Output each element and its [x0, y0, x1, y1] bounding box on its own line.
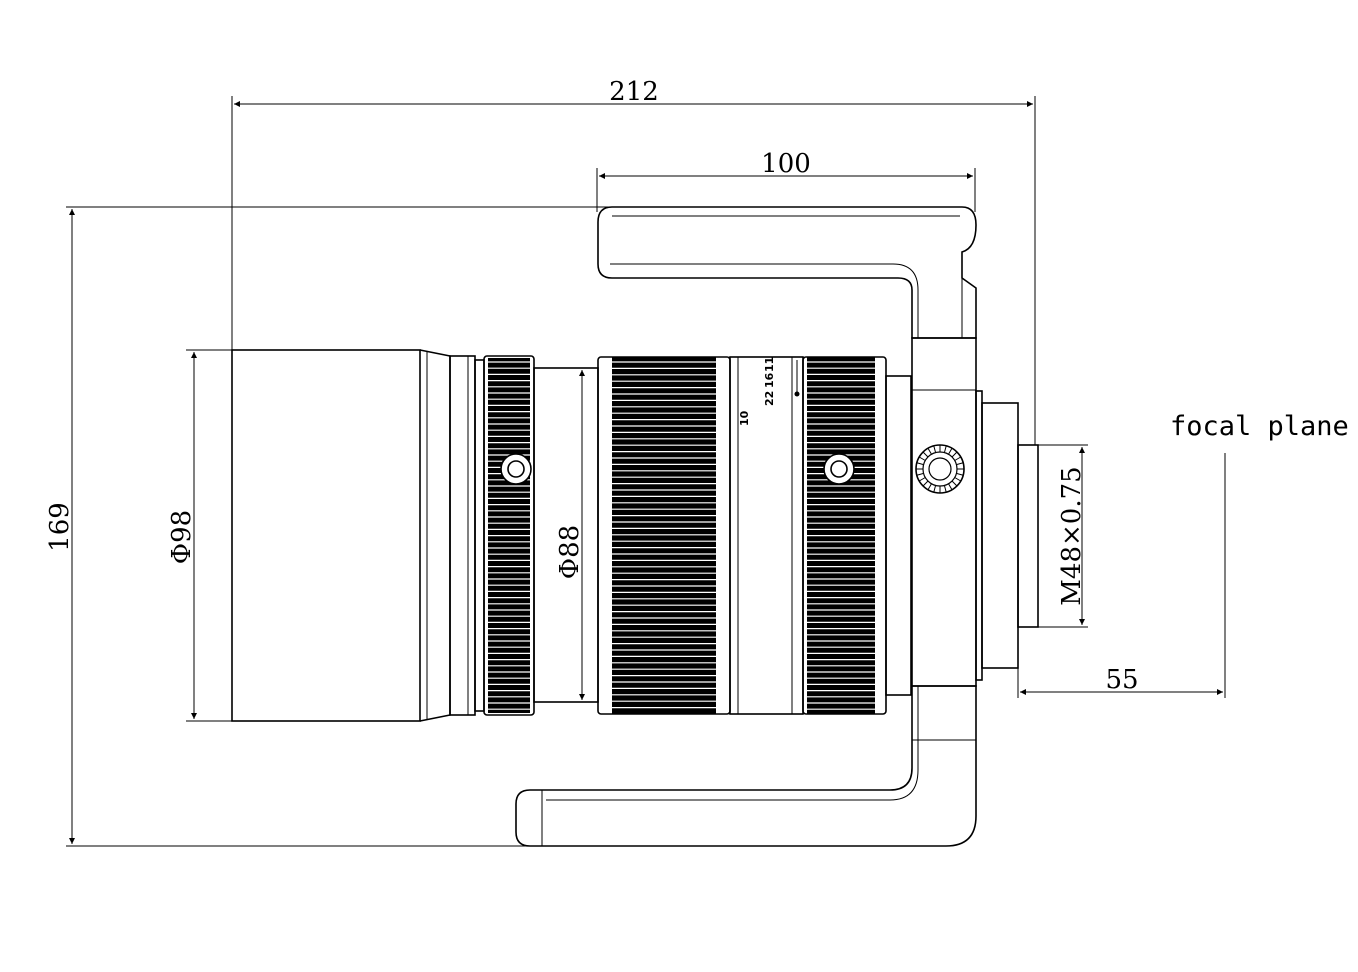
bottom-foot — [515, 685, 977, 847]
tripod-bracket — [515, 206, 977, 847]
rear-mount — [975, 390, 1039, 681]
aperture-16: 16 — [763, 372, 776, 388]
clamp-knob — [915, 444, 965, 494]
dim-front-diameter: Φ98 — [167, 349, 232, 722]
dim-barrel-diameter-value: Φ88 — [555, 525, 585, 579]
aperture-22: 22 — [763, 391, 776, 406]
dim-handle-length: 100 — [596, 149, 976, 212]
aperture-scale: 22 16 11 10 — [738, 357, 800, 426]
dim-mount-thread-value: M48×0.75 — [1057, 466, 1087, 605]
top-handle — [597, 206, 977, 339]
dim-overall-length: 212 — [231, 77, 1036, 445]
lens-hood — [231, 349, 421, 722]
dim-overall-height-value: 169 — [45, 502, 75, 552]
dim-mount-thread: M48×0.75 — [1038, 444, 1088, 628]
dim-barrel-diameter: Φ88 — [555, 370, 585, 700]
dim-front-diameter-value: Φ98 — [167, 510, 197, 564]
dim-flange-distance: 55 — [1017, 453, 1226, 698]
aperture-11: 11 — [763, 357, 776, 372]
dim-overall-length-value: 212 — [609, 77, 659, 107]
focal-plane-label: focal plane — [1170, 411, 1349, 442]
dim-overall-height: 169 — [45, 206, 612, 847]
aperture-10: 10 — [738, 410, 751, 426]
dim-flange-distance-value: 55 — [1105, 665, 1138, 695]
m48-thread — [1017, 444, 1039, 628]
locking-screw-front — [500, 453, 532, 485]
dim-handle-length-value: 100 — [761, 149, 811, 179]
lens-body: 22 16 11 10 — [231, 349, 912, 722]
locking-screw-rear — [823, 453, 855, 485]
